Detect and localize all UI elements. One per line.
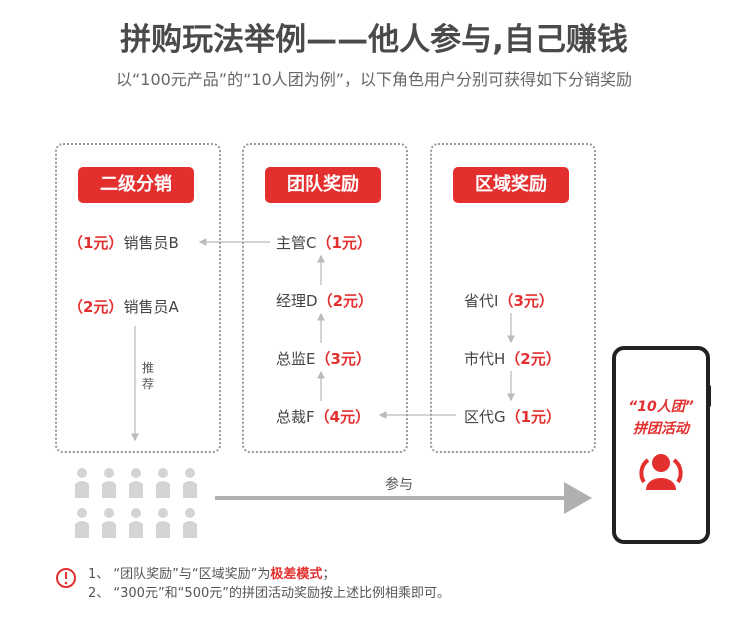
page-title: 拼购玩法举例——他人参与,自己赚钱 bbox=[120, 22, 628, 58]
person-icon bbox=[158, 468, 168, 478]
person-body bbox=[75, 481, 89, 498]
section-team-reward bbox=[242, 143, 408, 453]
person-body bbox=[129, 521, 143, 538]
phone-frame bbox=[612, 346, 710, 544]
note-1: 1、 “团队奖励”与“区域奖励”为极差模式； bbox=[88, 567, 336, 582]
person-icon bbox=[104, 468, 114, 478]
person-icon bbox=[131, 468, 141, 478]
person-body bbox=[102, 481, 116, 498]
phone-button bbox=[706, 385, 711, 407]
warning-icon bbox=[56, 568, 76, 588]
section-secondary-distribution bbox=[55, 143, 221, 453]
participate-label: 参与 bbox=[385, 477, 413, 493]
recommend-label: 推荐 bbox=[142, 361, 155, 391]
group-icon bbox=[639, 454, 683, 490]
phone-line1: “10人团” bbox=[628, 399, 694, 415]
person-body bbox=[156, 521, 170, 538]
person-icon bbox=[104, 508, 114, 518]
role-president-f: 总裁F（4元） bbox=[276, 408, 371, 426]
person-icon bbox=[131, 508, 141, 518]
role-province-i: 省代I（3元） bbox=[464, 292, 554, 310]
phone-line2: 拼团活动 bbox=[633, 421, 689, 437]
role-salesperson-b: （1元）销售员B bbox=[68, 234, 179, 252]
person-icon bbox=[77, 508, 87, 518]
person-body bbox=[75, 521, 89, 538]
role-supervisor-c: 主管C（1元） bbox=[276, 234, 372, 252]
person-icon bbox=[77, 468, 87, 478]
person-body bbox=[102, 521, 116, 538]
role-district-g: 区代G（1元） bbox=[464, 408, 562, 426]
person-icon bbox=[185, 508, 195, 518]
tag-team-reward: 团队奖励 bbox=[265, 167, 381, 203]
role-director-e: 总监E（3元） bbox=[276, 350, 371, 368]
person-icon bbox=[185, 468, 195, 478]
person-icon bbox=[158, 508, 168, 518]
role-manager-d: 经理D（2元） bbox=[276, 292, 373, 310]
tag-regional-reward: 区域奖励 bbox=[453, 167, 569, 203]
subtitle: 以“100元产品”的“10人团为例”，以下角色用户分别可获得如下分销奖励 bbox=[115, 70, 633, 89]
person-body bbox=[156, 481, 170, 498]
person-body bbox=[183, 521, 197, 538]
tag-secondary-distribution: 二级分销 bbox=[78, 167, 194, 203]
note-2: 2、 “300元”和“500元”的拼团活动奖励按上述比例相乘即可。 bbox=[88, 586, 450, 601]
section-regional-reward bbox=[430, 143, 596, 453]
role-city-h: 市代H（2元） bbox=[464, 350, 561, 368]
person-body bbox=[183, 481, 197, 498]
role-salesperson-a: （2元）销售员A bbox=[68, 298, 179, 316]
people-group bbox=[75, 468, 197, 538]
person-body bbox=[129, 481, 143, 498]
